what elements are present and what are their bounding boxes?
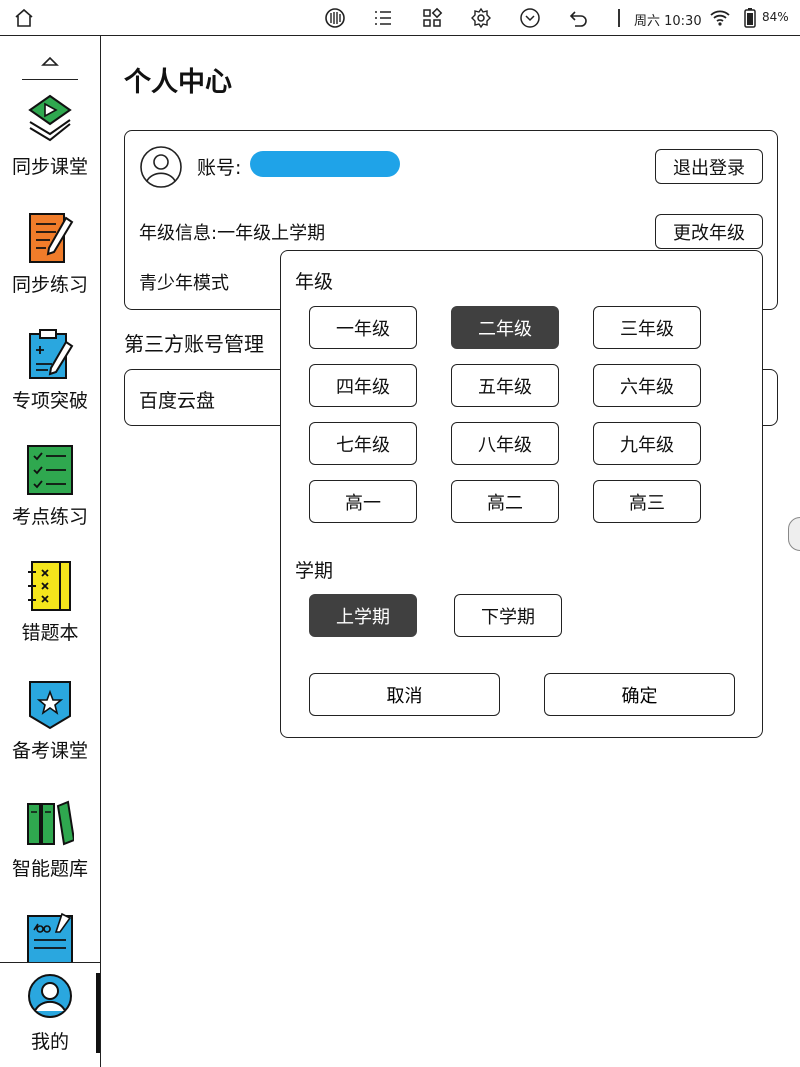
grade-option[interactable]: 八年级 [451, 422, 559, 465]
books-icon [26, 796, 76, 848]
battery-percent: 84% [762, 10, 789, 24]
cancel-button[interactable]: 取消 [309, 673, 500, 716]
score-notebook-icon [26, 912, 74, 965]
app-logo-icon[interactable] [323, 6, 347, 30]
sidebar-item-label: 同步课堂 [11, 156, 88, 178]
sidebar-item-exam-prep[interactable]: 备考课堂 [0, 678, 100, 788]
youth-mode-label[interactable]: 青少年模式 [139, 273, 229, 294]
grade-option[interactable]: 高二 [451, 480, 559, 523]
home-icon[interactable] [12, 6, 36, 30]
avatar-icon [139, 145, 183, 189]
grade-option[interactable]: 四年级 [309, 364, 417, 407]
third-party-title: 第三方账号管理 [124, 332, 264, 356]
sidebar-item-label: 考点练习 [11, 506, 88, 528]
grade-option[interactable]: 五年级 [451, 364, 559, 407]
baidu-cloud-label: 百度云盘 [139, 390, 216, 412]
battery-icon [742, 6, 758, 30]
star-badge-icon [26, 678, 74, 730]
grade-option[interactable]: 一年级 [309, 306, 417, 349]
status-bar: 周六 10:30 84% [0, 0, 800, 36]
chevron-up-icon [41, 56, 59, 66]
sidebar-item-special-breakthrough[interactable]: 专项突破 [0, 328, 100, 438]
sidebar-item-mine[interactable]: 我的 [0, 962, 100, 1067]
sidebar-item-question-bank[interactable]: 智能题库 [0, 796, 100, 906]
term-heading: 学期 [295, 560, 334, 582]
back-arrow-icon[interactable] [566, 6, 590, 30]
wifi-icon [708, 6, 732, 30]
grade-option[interactable]: 高一 [309, 480, 417, 523]
settings-gear-icon[interactable] [469, 6, 493, 30]
status-datetime: 周六 10:30 [634, 14, 702, 29]
chevron-down-circle-icon[interactable] [518, 6, 542, 30]
user-avatar-icon [27, 973, 73, 1019]
grade-heading: 年级 [295, 271, 334, 293]
term-option[interactable]: 下学期 [454, 594, 562, 637]
scroll-up-button[interactable] [22, 46, 78, 80]
sidebar-item-wrong-questions[interactable]: 错题本 [0, 560, 100, 670]
term-option-selected[interactable]: 上学期 [309, 594, 417, 637]
grade-option[interactable]: 七年级 [309, 422, 417, 465]
grade-option[interactable]: 三年级 [593, 306, 701, 349]
clipboard-pen-icon [26, 328, 74, 380]
confirm-button[interactable]: 确定 [544, 673, 735, 716]
apps-grid-icon[interactable] [420, 6, 444, 30]
sidebar-item-label: 智能题库 [11, 858, 88, 880]
grade-info: 年级信息:一年级上学期 [139, 223, 326, 244]
sidebar-item-label: 专项突破 [11, 390, 88, 412]
sidebar: 同步课堂 同步练习 专项突破 考点练习 错题本 备考课堂 智能题 [0, 36, 101, 1067]
notebook-pen-icon [26, 212, 74, 264]
play-book-icon [26, 94, 74, 146]
sidebar-item-key-points[interactable]: 考点练习 [0, 444, 100, 554]
grade-option[interactable]: 高三 [593, 480, 701, 523]
sidebar-item-sync-class[interactable]: 同步课堂 [0, 94, 100, 204]
checklist-icon [26, 444, 74, 496]
grade-option-selected[interactable]: 二年级 [451, 306, 559, 349]
sidebar-item-sync-practice[interactable]: 同步练习 [0, 212, 100, 322]
list-icon[interactable] [371, 6, 395, 30]
grade-option[interactable]: 九年级 [593, 422, 701, 465]
sidebar-item-label: 错题本 [21, 622, 79, 644]
sidebar-item-score[interactable] [0, 912, 100, 1022]
change-grade-button[interactable]: 更改年级 [655, 214, 763, 249]
grade-option[interactable]: 六年级 [593, 364, 701, 407]
floating-knob[interactable] [788, 517, 800, 551]
logout-button[interactable]: 退出登录 [655, 149, 763, 184]
active-indicator [96, 973, 100, 1053]
account-label: 账号: [197, 157, 242, 179]
wrong-notebook-icon [26, 560, 74, 612]
sidebar-item-label: 备考课堂 [11, 740, 88, 762]
status-separator [618, 9, 620, 27]
sidebar-item-label: 同步练习 [11, 274, 88, 296]
redacted-account [250, 151, 400, 177]
page-title: 个人中心 [124, 67, 232, 98]
grade-dialog: 年级 一年级 二年级 三年级 四年级 五年级 六年级 七年级 八年级 九年级 高… [280, 250, 763, 738]
sidebar-item-label: 我的 [30, 1031, 69, 1053]
